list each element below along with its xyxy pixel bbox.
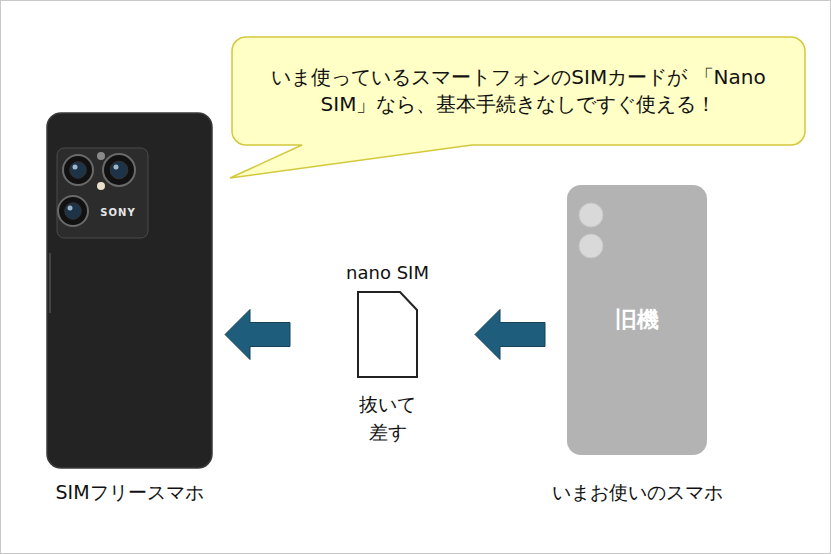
camera-lens <box>579 234 603 258</box>
brand-logo: SONY <box>100 207 135 218</box>
sensor <box>97 152 105 160</box>
phone-label: 旧機 <box>615 305 659 335</box>
flash <box>97 182 105 190</box>
lens-glass <box>110 161 128 179</box>
caption: SIMフリースマホ <box>55 480 203 506</box>
side-button <box>49 253 51 313</box>
bubble-text: いま使っているスマートフォンのSIMカードが 「Nano SIM」なら、基本手続… <box>256 64 781 118</box>
camera-lens <box>103 154 135 186</box>
block-arrow <box>225 310 290 360</box>
sim-free-phone: SONYSIMフリースマホ <box>47 113 212 468</box>
camera-lens <box>579 203 603 227</box>
lens-highlight <box>73 165 78 170</box>
camera-lens <box>63 155 93 185</box>
speech-bubble: いま使っているスマートフォンのSIMカードが 「Nano SIM」なら、基本手続… <box>232 37 805 145</box>
speech-bubble-shape <box>232 37 805 145</box>
lens-highlight <box>68 206 73 211</box>
lens-highlight <box>114 165 119 170</box>
sim-outline <box>358 292 417 377</box>
sim-label: nano SIM <box>346 262 429 283</box>
bubble-outline <box>230 37 805 178</box>
phone-body <box>47 113 212 468</box>
camera-module <box>57 148 148 238</box>
sim-card-shape <box>357 291 418 378</box>
lens-glass <box>70 162 87 179</box>
phone-body <box>567 185 707 455</box>
lens-glass <box>65 203 82 220</box>
camera-lens <box>58 196 88 226</box>
instruction: 抜いて 差す <box>354 390 421 446</box>
old-phone: 旧機いまお使いのスマホ <box>567 185 707 455</box>
sim-free-phone-shape <box>47 113 212 468</box>
sim-card: nano SIM抜いて 差す <box>357 291 418 378</box>
caption: いまお使いのスマホ <box>552 480 723 506</box>
block-arrow <box>475 310 545 360</box>
